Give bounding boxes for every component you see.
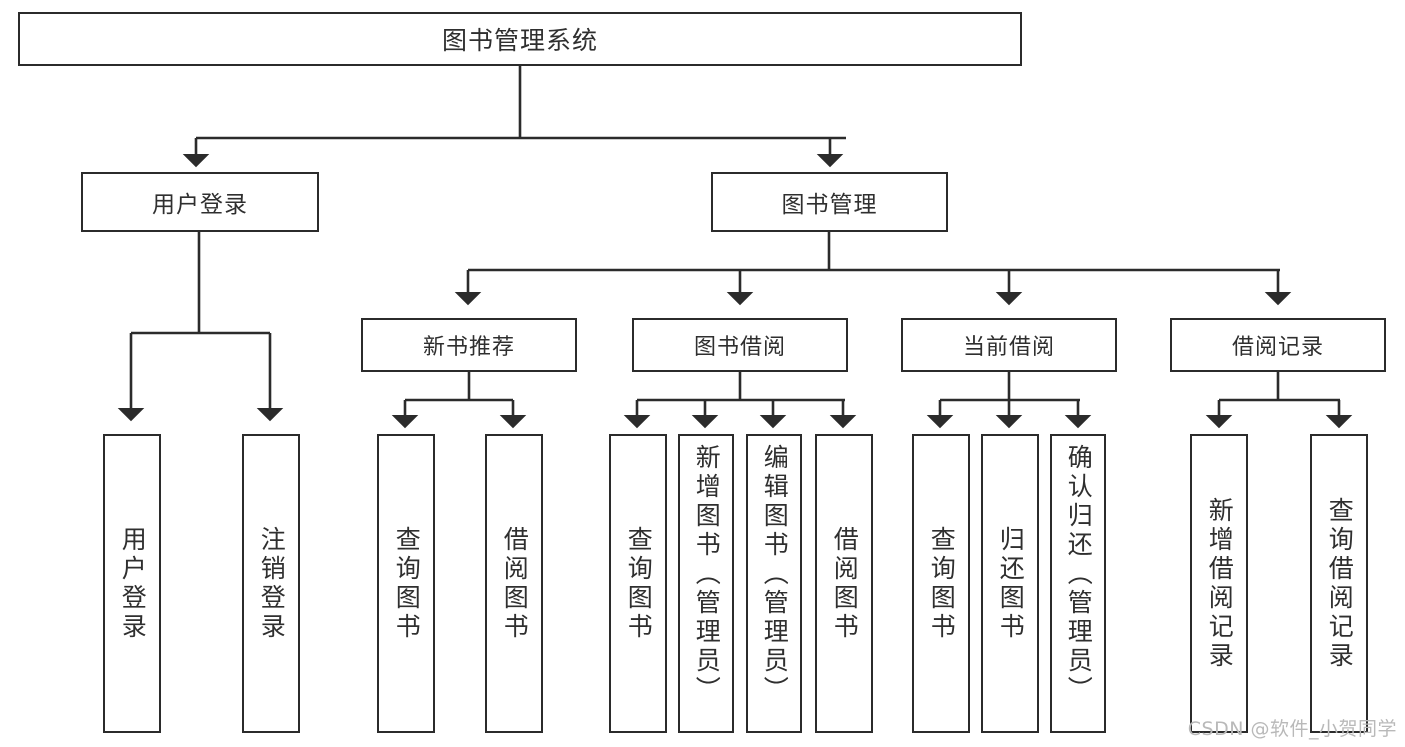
node-leaf-logout-login[interactable]: 注销登录 [242, 434, 300, 733]
node-root-label: 图书管理系统 [441, 26, 598, 55]
node-leaf-confirm-return-admin[interactable]: 确认归还（管理员） [1050, 434, 1106, 733]
node-borrow-record[interactable]: 借阅记录 [1170, 318, 1386, 372]
node-leaf-add-book-admin[interactable]: 新增图书（管理员） [678, 434, 734, 733]
node-leaf-add-book-admin-label: 新增图书（管理员） [692, 444, 722, 705]
node-leaf-query-borrow-record[interactable]: 查询借阅记录 [1310, 434, 1368, 733]
node-leaf-query-book-3[interactable]: 查询图书 [912, 434, 970, 733]
node-current-borrow-label: 当前借阅 [962, 335, 1055, 360]
node-leaf-query-book-2[interactable]: 查询图书 [609, 434, 667, 733]
node-leaf-borrow-book-2-label: 借阅图书 [830, 525, 860, 642]
node-leaf-query-book-1[interactable]: 查询图书 [377, 434, 435, 733]
node-current-borrow[interactable]: 当前借阅 [901, 318, 1117, 372]
watermark-text: CSDN @软件_小贺同学 [1187, 718, 1397, 740]
node-leaf-query-book-1-label: 查询图书 [392, 525, 422, 642]
node-leaf-query-book-2-label: 查询图书 [624, 525, 654, 642]
node-book-management[interactable]: 图书管理 [711, 172, 948, 232]
node-user-login-label: 用户登录 [152, 192, 248, 218]
node-new-book-recommend[interactable]: 新书推荐 [361, 318, 577, 372]
node-leaf-edit-book-admin-label: 编辑图书（管理员） [760, 444, 790, 705]
node-leaf-borrow-book-1[interactable]: 借阅图书 [485, 434, 543, 733]
node-leaf-borrow-book-2[interactable]: 借阅图书 [815, 434, 873, 733]
node-book-management-label: 图书管理 [781, 192, 878, 218]
node-user-login[interactable]: 用户登录 [81, 172, 319, 232]
node-leaf-query-book-3-label: 查询图书 [927, 525, 957, 642]
node-leaf-add-borrow-record[interactable]: 新增借阅记录 [1190, 434, 1248, 733]
node-book-borrow[interactable]: 图书借阅 [632, 318, 848, 372]
node-leaf-return-book-label: 归还图书 [996, 525, 1026, 642]
node-leaf-logout-login-label: 注销登录 [257, 525, 287, 642]
node-new-book-recommend-label: 新书推荐 [422, 335, 515, 360]
node-borrow-record-label: 借阅记录 [1231, 335, 1324, 360]
node-leaf-add-borrow-record-label: 新增借阅记录 [1205, 496, 1235, 671]
node-leaf-user-login[interactable]: 用户登录 [103, 434, 161, 733]
node-leaf-borrow-book-1-label: 借阅图书 [500, 525, 530, 642]
node-leaf-edit-book-admin[interactable]: 编辑图书（管理员） [746, 434, 802, 733]
node-root-system[interactable]: 图书管理系统 [18, 12, 1022, 66]
node-leaf-query-borrow-record-label: 查询借阅记录 [1325, 496, 1355, 671]
node-leaf-user-login-label: 用户登录 [118, 525, 148, 642]
node-leaf-confirm-return-admin-label: 确认归还（管理员） [1064, 444, 1094, 705]
node-book-borrow-label: 图书借阅 [693, 335, 786, 360]
node-leaf-return-book[interactable]: 归还图书 [981, 434, 1039, 733]
